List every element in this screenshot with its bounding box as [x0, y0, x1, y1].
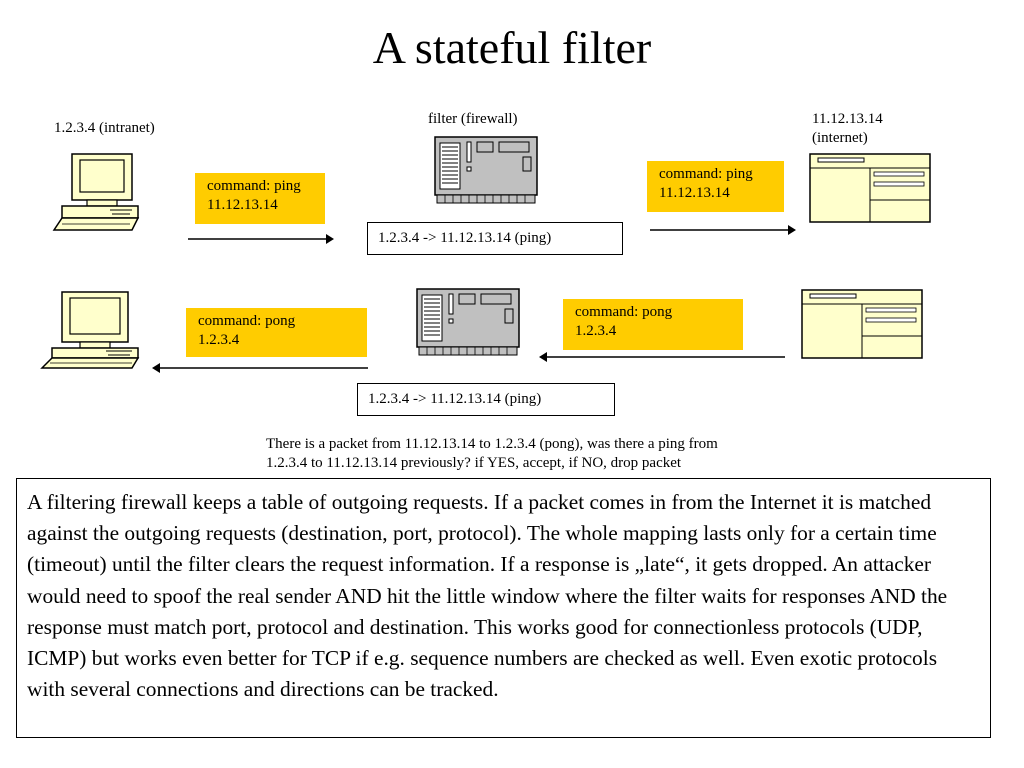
server-icon	[434, 136, 538, 204]
filter-label: filter (firewall)	[428, 111, 518, 127]
host-window-icon	[801, 289, 923, 359]
explanation-box: A filtering firewall keeps a table of ou…	[16, 478, 991, 738]
intranet-label: 1.2.3.4 (intranet)	[54, 120, 155, 136]
command-pong-box-left: command: pong 1.2.3.4	[186, 308, 367, 357]
computer-icon	[40, 291, 140, 369]
internet-label: 11.12.13.14 (internet)	[812, 111, 883, 146]
packet-entry-top: 1.2.3.4 -> 11.12.13.14 (ping)	[367, 222, 623, 255]
filter-check-note: There is a packet from 11.12.13.14 to 1.…	[266, 436, 718, 471]
arrow-left-icon	[152, 363, 368, 373]
packet-entry-bottom: 1.2.3.4 -> 11.12.13.14 (ping)	[357, 383, 615, 416]
command-ping-box-left: command: ping 11.12.13.14	[195, 173, 325, 224]
arrow-left-icon	[539, 352, 785, 362]
arrow-right-icon	[188, 234, 334, 244]
server-icon	[416, 288, 520, 356]
command-pong-box-right: command: pong 1.2.3.4	[563, 299, 743, 350]
host-window-icon	[809, 153, 931, 223]
command-ping-box-right: command: ping 11.12.13.14	[647, 161, 784, 212]
page-title: A stateful filter	[372, 22, 652, 73]
arrow-right-icon	[650, 225, 796, 235]
computer-icon	[52, 153, 140, 231]
